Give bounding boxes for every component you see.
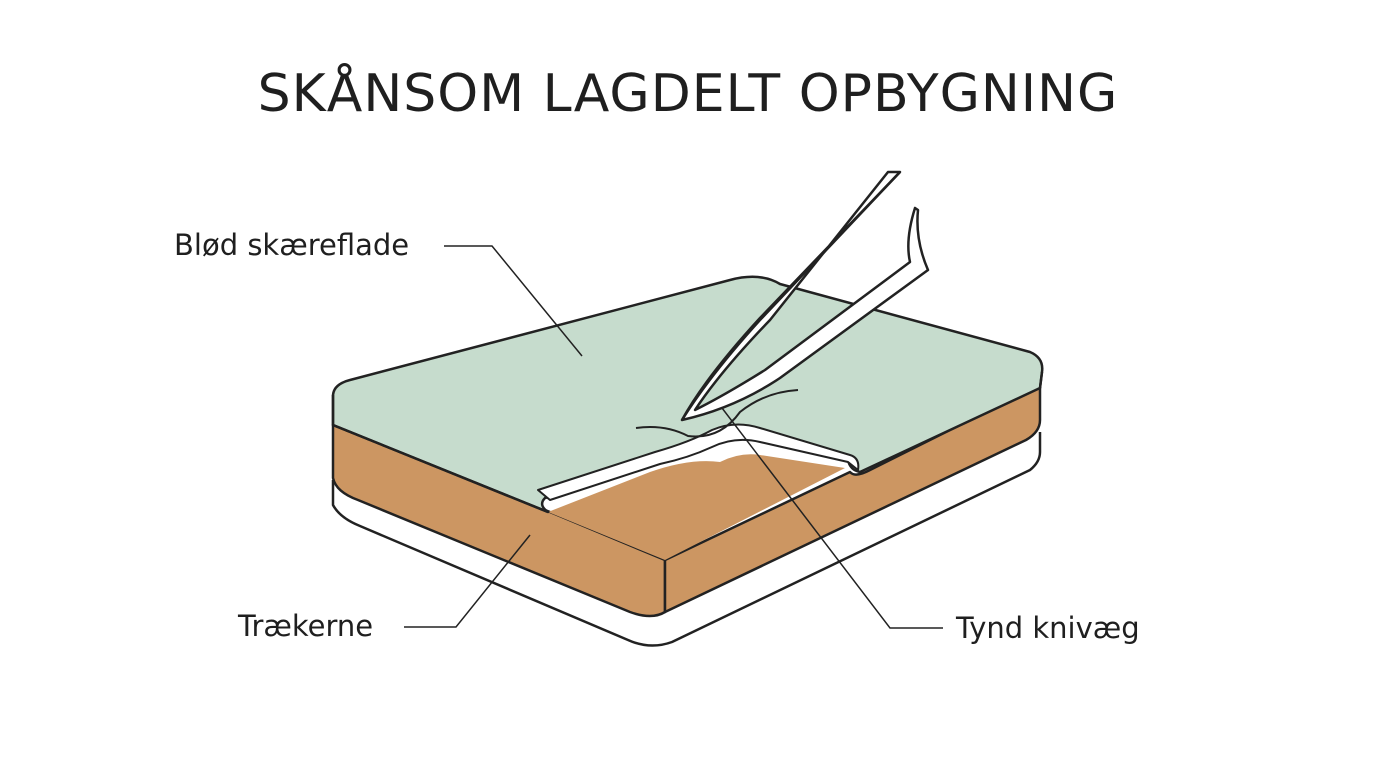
blade-contact-curve — [635, 389, 799, 438]
soft-layer-side-edge — [1038, 371, 1044, 389]
label-wood-core: Trækerne — [238, 609, 374, 643]
wood-core-exposed-cut — [548, 454, 845, 560]
cut-groove-lip — [537, 423, 860, 501]
diagram-title: SKÅNSOM LAGDELT OPBYGNING — [257, 64, 1119, 124]
label-soft-cutting-surface: Blød skæreflade — [174, 228, 410, 262]
leader-line-top-surface — [444, 245, 583, 357]
leader-line-core — [404, 534, 531, 628]
leader-line-knife-edge — [721, 407, 943, 629]
knife-blade-spine — [680, 171, 901, 421]
label-thin-knife-edge: Tynd knivæg — [956, 611, 1140, 645]
soft-layer-front-edge — [331, 395, 549, 514]
wood-core-side — [663, 383, 1042, 614]
